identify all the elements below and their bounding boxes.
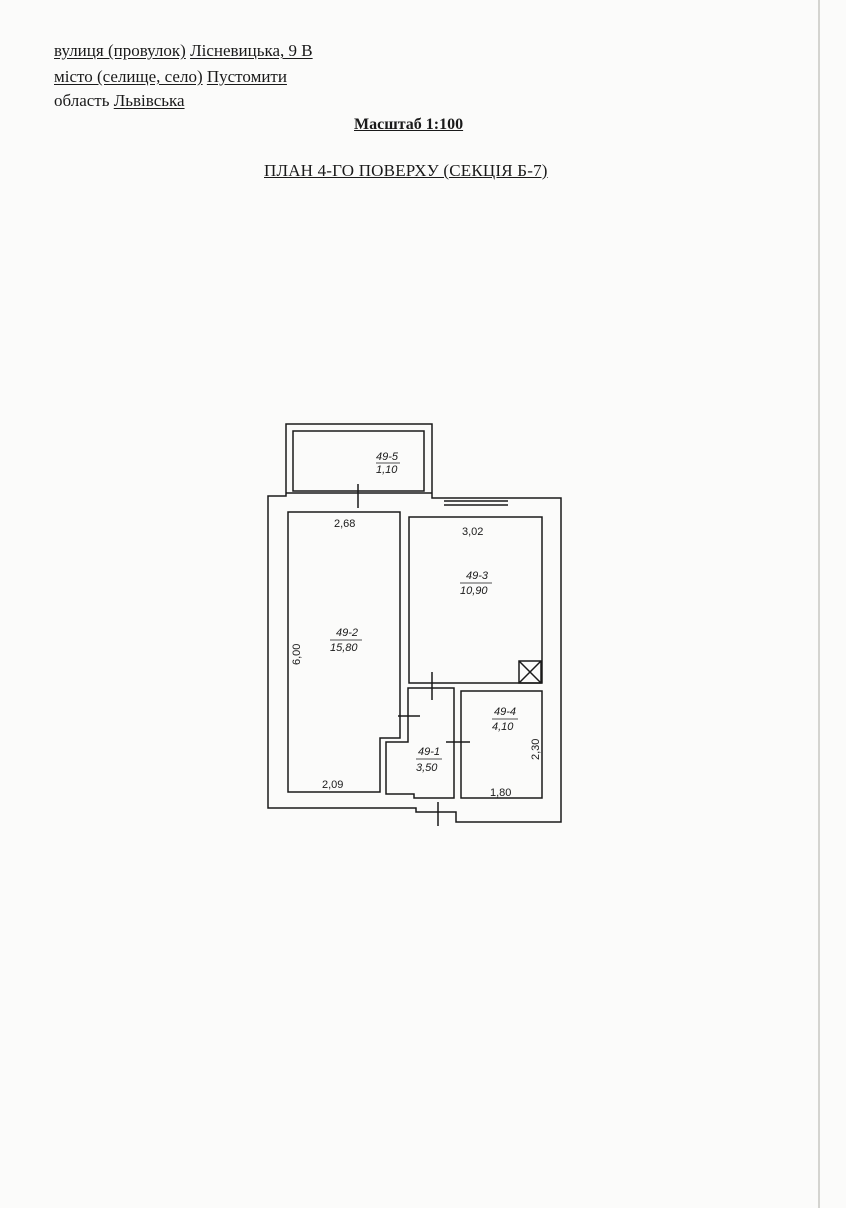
dim-room3-top: 3,02 <box>462 526 483 538</box>
address-city-label: місто (селище, село) <box>54 67 203 86</box>
room-49-4-outline <box>460 690 543 799</box>
scale-label: Масштаб 1:100 <box>354 116 464 133</box>
door-marks <box>357 484 470 826</box>
room-49-5-area: 1,10 <box>376 464 398 476</box>
plan-title: ПЛАН 4-ГО ПОВЕРХУ (СЕКЦІЯ Б-7) <box>264 161 548 180</box>
address-region-line: область Львівська <box>54 88 185 114</box>
dim-room2-side: 6,00 <box>291 644 303 665</box>
address-region-value: Львівська <box>113 91 185 110</box>
room-49-4-area: 4,10 <box>492 721 514 733</box>
room-49-5-outline <box>292 430 425 492</box>
room-49-1-id: 49-1 <box>418 746 440 758</box>
room-49-5-id: 49-5 <box>376 451 399 463</box>
dim-room4-bottom: 1,80 <box>490 787 511 799</box>
room-49-4-id: 49-4 <box>494 706 516 718</box>
address-street-value: Лісневицька, 9 В <box>190 41 313 60</box>
sheet-edge <box>818 0 820 1208</box>
address-region-label: область <box>54 91 110 110</box>
address-street-line: вулиця (провулок) Лісневицька, 9 В <box>54 38 313 64</box>
room-49-2-outline <box>287 511 401 793</box>
dim-room2-top: 2,68 <box>334 518 355 530</box>
address-city-line: місто (селище, село) Пустомити <box>54 64 287 90</box>
room-49-3-area: 10,90 <box>460 585 488 597</box>
outer-wall <box>267 423 562 823</box>
room-49-3-id: 49-3 <box>466 570 489 582</box>
dim-room4-side: 2,30 <box>530 739 542 760</box>
room-49-2-id: 49-2 <box>336 627 358 639</box>
room-49-1-outline <box>385 687 455 799</box>
ventilation-shaft <box>518 660 542 684</box>
room-49-2-area: 15,80 <box>330 642 358 654</box>
address-street-label: вулиця (провулок) <box>54 41 186 60</box>
address-city-value: Пустомити <box>206 67 287 86</box>
room-49-1-area: 3,50 <box>416 762 438 774</box>
room-49-3-outline <box>408 516 543 684</box>
dim-room2-bottom: 2,09 <box>322 779 343 791</box>
